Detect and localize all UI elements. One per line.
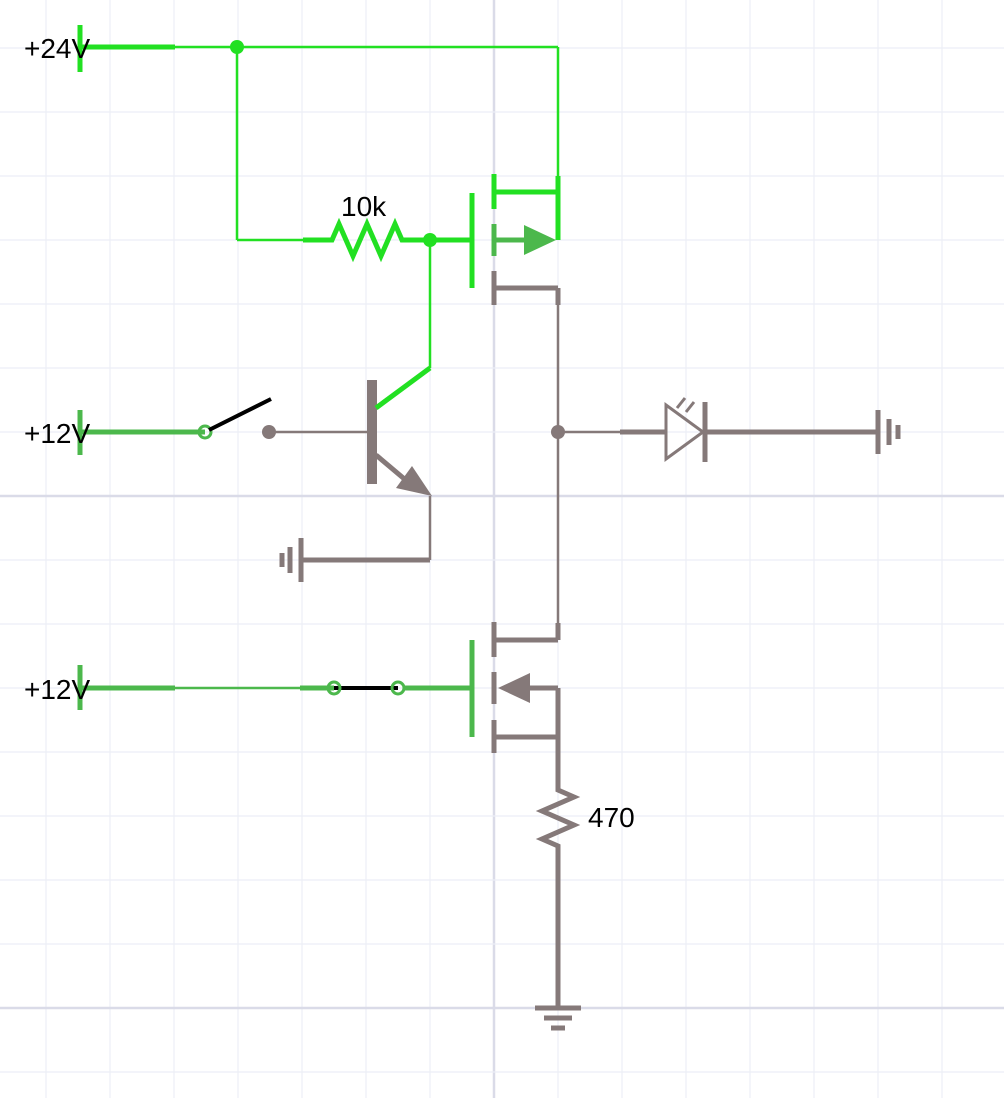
supply-12v-closed[interactable]: +12V <box>24 665 175 710</box>
supply-12v-closed-label: +12V <box>24 674 90 705</box>
p-mosfet-icon[interactable] <box>469 174 561 305</box>
resistor-470[interactable]: 470 <box>535 785 635 850</box>
resistor-470-label: 470 <box>588 802 635 833</box>
supply-12v-switch[interactable]: +12V <box>24 410 205 455</box>
resistor-10k-label: 10k <box>341 191 387 222</box>
supply-12v-switch-label: +12V <box>24 418 90 449</box>
junction-dot <box>230 40 244 54</box>
resistor-10k[interactable]: 10k <box>303 191 430 263</box>
ground-left-icon <box>279 538 304 582</box>
ground-bottom-icon <box>535 1005 581 1031</box>
npn-transistor-icon[interactable] <box>300 365 432 563</box>
led-icon[interactable] <box>558 397 878 462</box>
ground-right-icon <box>875 410 901 454</box>
supply-24v[interactable]: +24V <box>24 25 175 72</box>
supply-24v-label: +24V <box>24 33 90 64</box>
n-mosfet-icon[interactable] <box>469 622 561 785</box>
